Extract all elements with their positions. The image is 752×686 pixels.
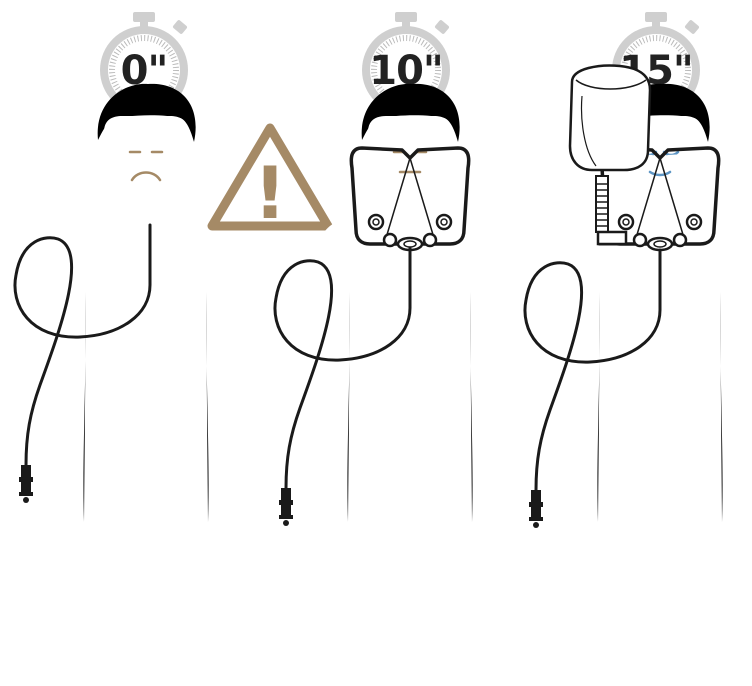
stage-2: 10" — [275, 12, 512, 686]
patient-figure — [44, 84, 247, 686]
stage-1: 0" ! — [15, 12, 328, 686]
warning-triangle-icon: ! — [212, 128, 328, 235]
patient-figure — [308, 84, 511, 686]
stage-3: 15" — [525, 12, 752, 686]
warning-symbol: ! — [254, 151, 287, 235]
